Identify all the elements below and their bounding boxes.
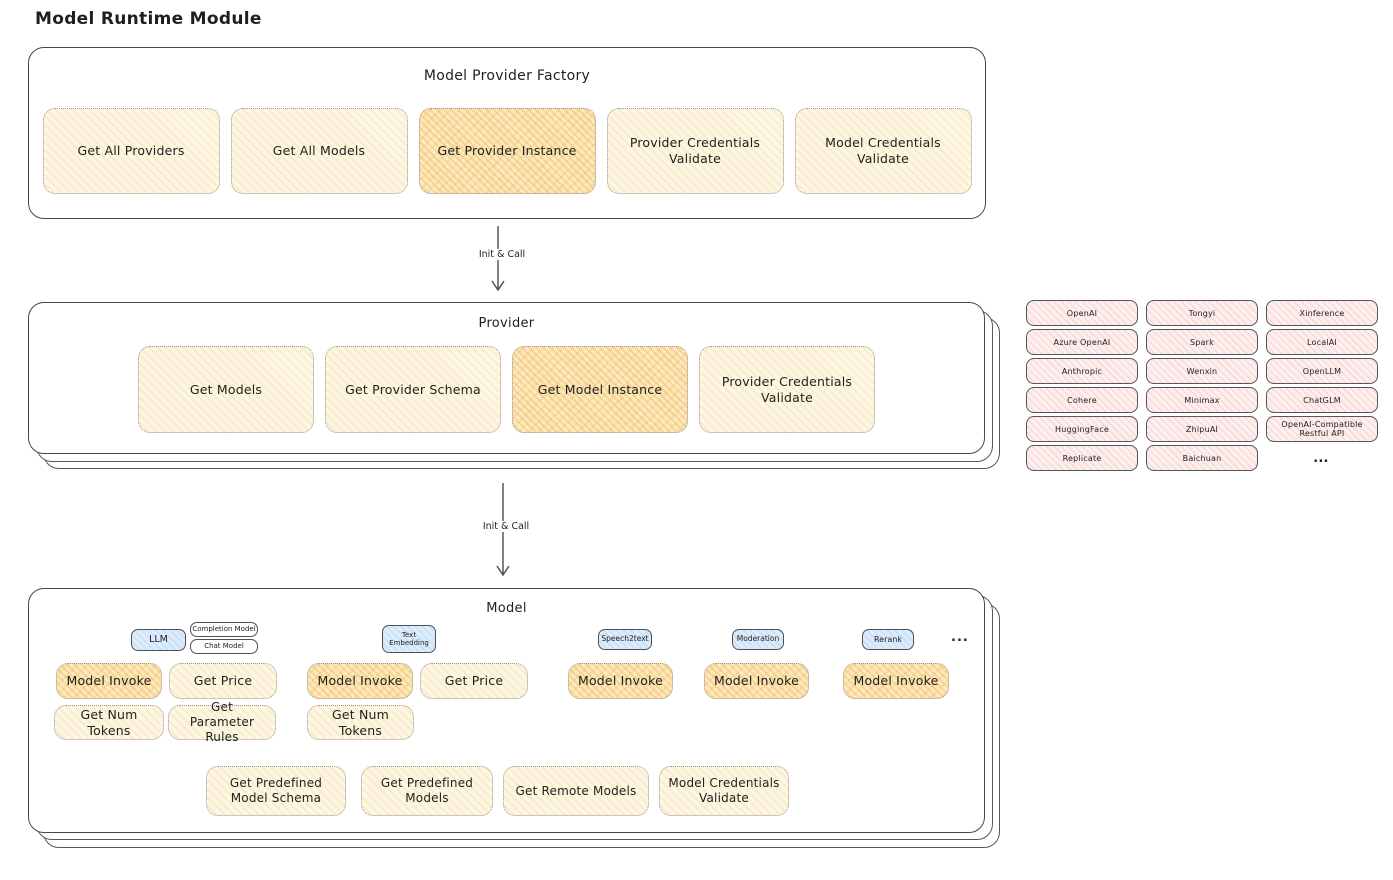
provider-chip[interactable]: Minimax <box>1146 387 1258 413</box>
node-get-all-providers[interactable]: Get All Providers <box>42 108 220 194</box>
factory-title: Model Provider Factory <box>423 68 591 84</box>
node-get-all-models[interactable]: Get All Models <box>230 108 408 194</box>
node-get-provider-schema[interactable]: Get Provider Schema <box>325 346 501 433</box>
factory-box: Model Provider Factory Get All Providers… <box>28 47 986 219</box>
node-embedding-get-price[interactable]: Get Price <box>420 663 528 699</box>
tab-text-embedding[interactable]: Text Embedding <box>382 625 436 653</box>
tabs-more: ... <box>951 630 969 645</box>
provider-chip[interactable]: OpenAI <box>1026 300 1138 326</box>
provider-chip[interactable]: Baichuan <box>1146 445 1258 471</box>
provider-title: Provider <box>478 316 535 331</box>
tab-chat-model[interactable]: Chat Model <box>190 639 258 654</box>
node-embedding-model-invoke[interactable]: Model Invoke <box>307 663 413 699</box>
node-provider-credentials-validate[interactable]: Provider Credentials Validate <box>606 108 784 194</box>
tab-moderation[interactable]: Moderation <box>732 629 784 650</box>
provider-buttons-row: Get Models Get Provider Schema Get Model… <box>29 346 984 433</box>
provider-chip[interactable]: OpenLLM <box>1266 358 1378 384</box>
node-llm-get-price[interactable]: Get Price <box>169 663 277 699</box>
provider-chip[interactable]: Cohere <box>1026 387 1138 413</box>
node-llm-get-parameter-rules[interactable]: Get Parameter Rules <box>168 700 276 744</box>
node-llm-get-num-tokens[interactable]: Get Num Tokens <box>54 705 164 740</box>
provider-list-more: ... <box>1313 450 1329 466</box>
provider-chip[interactable]: Anthropic <box>1026 358 1138 384</box>
arrow-label-init-call-1: Init & Call <box>455 249 549 260</box>
node-speech2text-model-invoke[interactable]: Model Invoke <box>568 663 673 699</box>
provider-chip[interactable]: Xinference <box>1266 300 1378 326</box>
tab-completion-model[interactable]: Completion Model <box>190 622 258 637</box>
arrow-label-init-call-2: Init & Call <box>459 521 553 532</box>
node-get-model-instance[interactable]: Get Model Instance <box>512 346 688 433</box>
provider-chip[interactable]: OpenAI-Compatible Restful API <box>1266 416 1378 442</box>
provider-chip[interactable]: Wenxin <box>1146 358 1258 384</box>
arrow-provider-to-model <box>496 483 510 577</box>
node-embedding-get-num-tokens[interactable]: Get Num Tokens <box>307 705 414 740</box>
provider-chip[interactable]: ChatGLM <box>1266 387 1378 413</box>
node-get-models[interactable]: Get Models <box>138 346 314 433</box>
tab-speech2text[interactable]: Speech2text <box>598 629 652 650</box>
arrow-factory-to-provider <box>491 226 505 292</box>
node-get-predefined-model-schema[interactable]: Get Predefined Model Schema <box>206 766 346 816</box>
provider-chip[interactable]: ZhipuAI <box>1146 416 1258 442</box>
node-get-predefined-models[interactable]: Get Predefined Models <box>361 766 493 816</box>
factory-buttons-row: Get All Providers Get All Models Get Pro… <box>29 108 985 194</box>
node-model-credentials-validate-2[interactable]: Model Credentials Validate <box>659 766 789 816</box>
provider-box: Provider Get Models Get Provider Schema … <box>28 302 985 454</box>
node-provider-credentials-validate-2[interactable]: Provider Credentials Validate <box>699 346 875 433</box>
node-get-provider-instance[interactable]: Get Provider Instance <box>418 108 596 194</box>
tab-rerank[interactable]: Rerank <box>862 629 914 650</box>
node-model-credentials-validate[interactable]: Model Credentials Validate <box>794 108 972 194</box>
tab-llm[interactable]: LLM <box>131 629 186 651</box>
provider-chip[interactable]: Azure OpenAI <box>1026 329 1138 355</box>
node-rerank-model-invoke[interactable]: Model Invoke <box>843 663 949 699</box>
node-get-remote-models[interactable]: Get Remote Models <box>503 766 649 816</box>
provider-chip[interactable]: Replicate <box>1026 445 1138 471</box>
page-title: Model Runtime Module <box>35 9 262 29</box>
node-moderation-model-invoke[interactable]: Model Invoke <box>704 663 809 699</box>
model-title: Model <box>486 601 527 616</box>
provider-chip[interactable]: HuggingFace <box>1026 416 1138 442</box>
node-llm-model-invoke[interactable]: Model Invoke <box>56 663 162 699</box>
model-box: Model LLM Completion Model Chat Model Te… <box>28 588 985 833</box>
provider-chip[interactable]: LocalAI <box>1266 329 1378 355</box>
provider-chip[interactable]: Tongyi <box>1146 300 1258 326</box>
provider-chip[interactable]: Spark <box>1146 329 1258 355</box>
